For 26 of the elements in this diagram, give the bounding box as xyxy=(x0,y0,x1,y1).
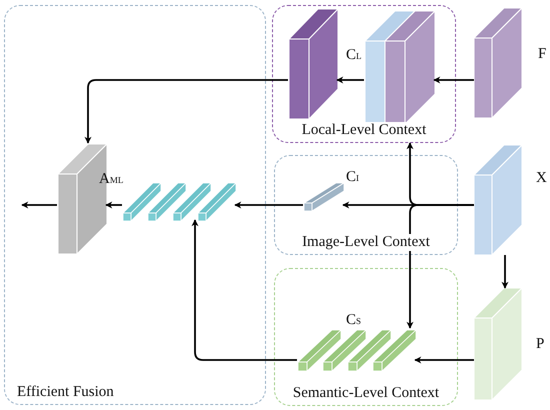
arrow xyxy=(192,219,297,361)
arrow xyxy=(414,356,474,364)
feature-map-cuboid xyxy=(289,9,338,119)
arrow xyxy=(336,76,364,84)
feature-map-cuboid xyxy=(474,8,522,118)
dashed-group-box xyxy=(4,5,266,405)
block-label: X xyxy=(536,170,547,187)
feature-vector-bars xyxy=(298,329,416,371)
arrow xyxy=(234,202,303,208)
arrow xyxy=(105,202,122,208)
arrow xyxy=(406,204,474,329)
feature-map-cuboid xyxy=(474,288,522,400)
block-label: F xyxy=(538,46,546,63)
dashed-group-box xyxy=(272,5,456,143)
feature-vector-bars xyxy=(123,181,236,221)
arrow xyxy=(84,79,288,144)
arrow xyxy=(502,255,508,289)
block-label: P xyxy=(536,336,544,353)
dashed-group-box xyxy=(274,268,458,406)
arrow xyxy=(433,76,474,84)
dashed-group-box xyxy=(274,155,458,255)
feature-vector-bars xyxy=(304,181,344,211)
feature-map-cuboid xyxy=(474,145,522,255)
group-label: Image-Level Context xyxy=(300,234,432,251)
feature-map-cuboid xyxy=(365,11,435,124)
arrow xyxy=(21,202,57,208)
